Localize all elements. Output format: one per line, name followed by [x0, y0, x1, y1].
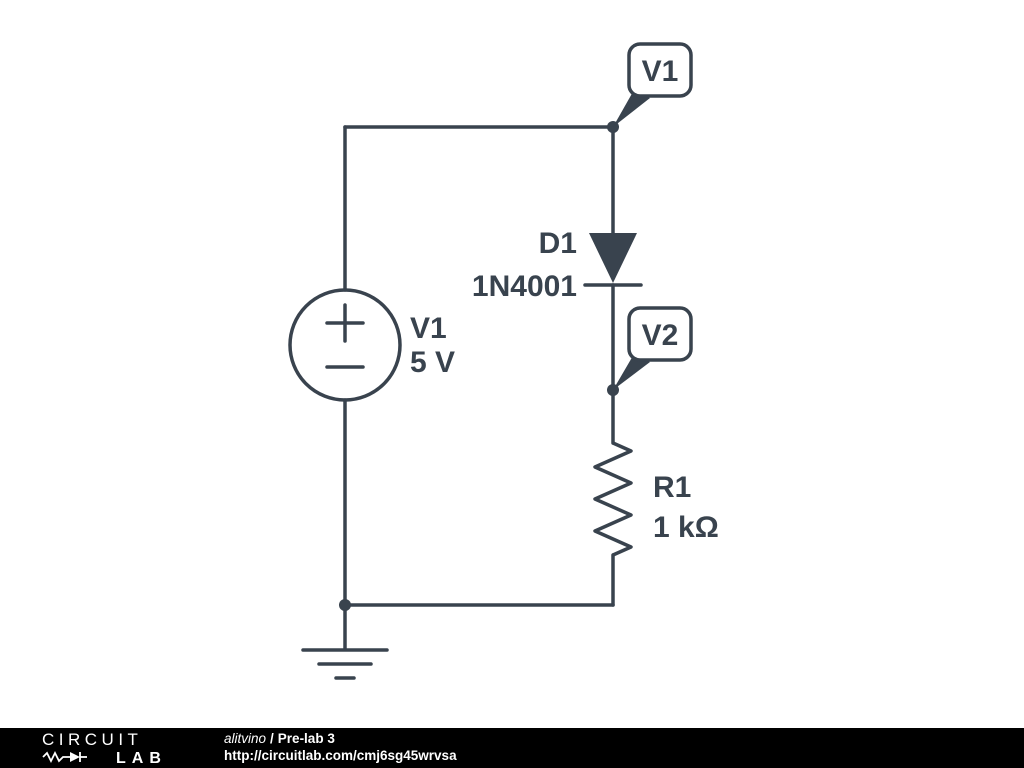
junction-dot-bottom — [339, 599, 351, 611]
credit-title: Pre-lab 3 — [277, 731, 335, 747]
ground-symbol[interactable] — [301, 603, 389, 680]
circuitlab-logo: CIRCUIT LAB — [42, 730, 167, 767]
voltage-source-value-label: 5 V — [410, 346, 455, 379]
footer-bar: CIRCUIT LAB alitvino/Pre-lab 3 http://ci… — [0, 728, 1024, 768]
node-flag-v2-label: V2 — [642, 319, 679, 352]
voltage-source-body — [288, 288, 402, 402]
plus-sign — [325, 303, 365, 343]
diode-anode-triangle — [589, 233, 637, 283]
resistor-name-label: R1 — [653, 471, 691, 504]
resistor-r1[interactable]: R1 1 kΩ — [593, 441, 719, 557]
node-flag-v1[interactable]: V1 — [613, 42, 693, 127]
node-flag-v1-pointer — [613, 90, 650, 127]
credit-line: alitvino/Pre-lab 3 — [224, 731, 457, 748]
footer-text-block: alitvino/Pre-lab 3 http://circuitlab.com… — [224, 731, 457, 765]
credit-separator: / — [270, 731, 274, 747]
schematic-canvas: V1 5 V D1 1N4001 R1 1 kΩ — [288, 42, 719, 680]
diode-d1[interactable]: D1 1N4001 — [472, 227, 643, 303]
diode-name-label: D1 — [539, 227, 577, 260]
logo-circuit-text: CIRCUIT — [42, 730, 142, 749]
credit-author: alitvino — [224, 731, 267, 747]
node-flag-v2-pointer — [613, 354, 650, 390]
logo-diode-icon — [42, 750, 87, 764]
diode-part-label: 1N4001 — [472, 270, 577, 303]
node-flag-v2[interactable]: V2 — [613, 306, 693, 390]
resistor-zigzag — [593, 441, 633, 557]
voltage-source[interactable]: V1 5 V — [288, 288, 455, 402]
node-flag-v2-box — [627, 306, 693, 362]
share-url[interactable]: http://circuitlab.com/cmj6sg45wrvsa — [224, 748, 457, 763]
resistor-value-label: 1 kΩ — [653, 511, 719, 544]
voltage-source-name-label: V1 — [410, 312, 447, 345]
logo-lab-text: LAB — [116, 750, 167, 767]
node-flag-v1-label: V1 — [642, 55, 679, 88]
node-flag-v1-box — [627, 42, 693, 98]
